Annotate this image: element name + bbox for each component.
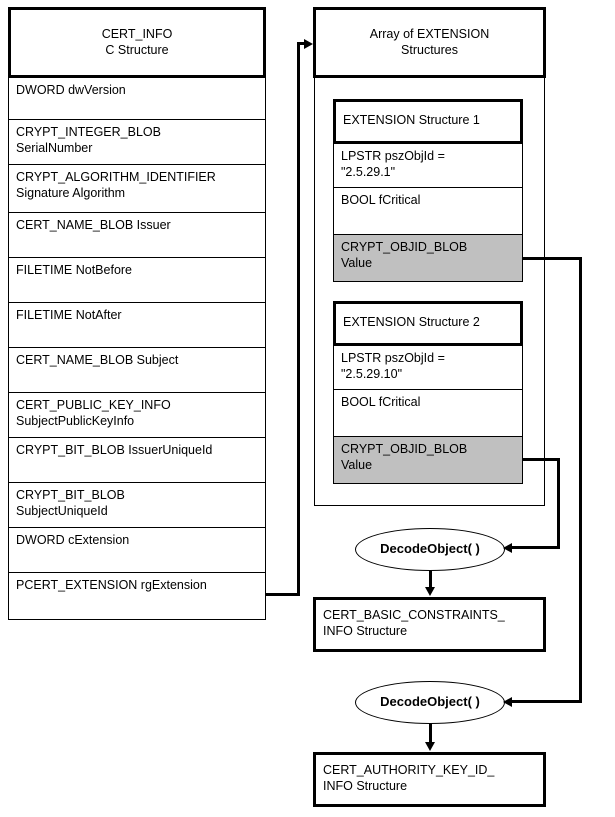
cert-info-row-label: CERT_NAME_BLOB Subject [16,353,179,367]
cert-info-row-dwversion: DWORD dwVersion [8,78,266,120]
extension-field-label: CRYPT_OBJID_BLOB Value [341,240,468,270]
cert-info-row-cextension: DWORD cExtension [8,528,266,573]
connector-ext1-value-horizontal [523,257,582,260]
extension-2-field-value: CRYPT_OBJID_BLOB Value [333,437,523,484]
extension-structure-header-label: EXTENSION Structure 1 [343,113,480,127]
decode-object-label: DecodeObject( ) [380,694,480,709]
cert-info-row-label: CRYPT_INTEGER_BLOB SerialNumber [16,125,161,155]
connector-ext1-value-vertical [579,257,582,703]
extension-field-label: BOOL fCritical [341,395,421,409]
arrow-into-decode-object-1 [503,543,512,553]
connector-decoder2-to-result2 [429,724,432,744]
cert-info-row-label: CRYPT_BIT_BLOB SubjectUniqueId [16,488,125,518]
extension-structure-2-header: EXTENSION Structure 2 [333,301,523,346]
cert-info-row-label: CRYPT_BIT_BLOB IssuerUniqueId [16,443,213,457]
connector-ext2-value-vertical [557,458,560,549]
extension-field-label: BOOL fCritical [341,193,421,207]
cert-info-row-label: CERT_NAME_BLOB Issuer [16,218,171,232]
cert-info-row-signature-algorithm: CRYPT_ALGORITHM_IDENTIFIER Signature Alg… [8,165,266,213]
extension-structure-1-header: EXTENSION Structure 1 [333,99,523,144]
connector-decoder1-to-result1 [429,571,432,589]
decode-object-oval-2[interactable]: DecodeObject( ) [355,681,505,724]
cert-info-header-label: CERT_INFO C Structure [101,27,173,57]
cert-info-row-rgextension: PCERT_EXTENSION rgExtension [8,573,266,620]
arrow-into-cert-authority-key-id-info [425,742,435,751]
connector-rgextension-vertical [297,42,300,596]
extension-field-label: LPSTR pszObjId = "2.5.29.1" [341,149,445,179]
result-box-label: CERT_AUTHORITY_KEY_ID_ INFO Structure [323,763,495,793]
extension-array-header-box: Array of EXTENSION Structures [313,7,546,78]
cert-info-row-subjectpublickeyinfo: CERT_PUBLIC_KEY_INFO SubjectPublicKeyInf… [8,393,266,438]
connector-ext2-value-into-decoder1 [512,546,560,549]
connector-rgextension-horizontal-in [297,42,308,45]
extension-2-field-pszobjid: LPSTR pszObjId = "2.5.29.10" [333,346,523,390]
extension-field-label: LPSTR pszObjId = "2.5.29.10" [341,351,445,381]
connector-rgextension-horizontal-out [266,593,300,596]
extension-field-label: CRYPT_OBJID_BLOB Value [341,442,468,472]
cert-info-row-serialnumber: CRYPT_INTEGER_BLOB SerialNumber [8,120,266,165]
cert-info-row-label: DWORD cExtension [16,533,130,547]
cert-info-row-subject: CERT_NAME_BLOB Subject [8,348,266,393]
cert-info-row-notafter: FILETIME NotAfter [8,303,266,348]
extension-1-field-pszobjid: LPSTR pszObjId = "2.5.29.1" [333,144,523,188]
connector-ext2-value-horizontal [523,458,560,461]
extension-array-header-label: Array of EXTENSION Structures [369,27,490,57]
cert-info-header-box: CERT_INFO C Structure [8,7,266,78]
result-box-label: CERT_BASIC_CONSTRAINTS_ INFO Structure [323,608,505,638]
extension-2-field-fcritical: BOOL fCritical [333,390,523,437]
cert-info-row-issueruniqueid: CRYPT_BIT_BLOB IssuerUniqueId [8,438,266,483]
cert-info-row-label: CRYPT_ALGORITHM_IDENTIFIER Signature Alg… [16,170,216,200]
extension-1-field-fcritical: BOOL fCritical [333,188,523,235]
extension-structure-header-label: EXTENSION Structure 2 [343,315,480,329]
decode-object-label: DecodeObject( ) [380,541,480,556]
cert-info-row-issuer: CERT_NAME_BLOB Issuer [8,213,266,258]
cert-info-row-label: PCERT_EXTENSION rgExtension [16,578,207,592]
cert-info-row-label: FILETIME NotBefore [16,263,133,277]
cert-authority-key-id-info-box: CERT_AUTHORITY_KEY_ID_ INFO Structure [313,752,546,807]
cert-basic-constraints-info-box: CERT_BASIC_CONSTRAINTS_ INFO Structure [313,597,546,652]
cert-info-row-notbefore: FILETIME NotBefore [8,258,266,303]
arrow-into-extension-array [304,39,313,49]
connector-ext1-value-into-decoder2 [512,700,582,703]
cert-info-row-label: CERT_PUBLIC_KEY_INFO SubjectPublicKeyInf… [16,398,171,428]
decode-object-oval-1[interactable]: DecodeObject( ) [355,528,505,571]
cert-info-row-label: FILETIME NotAfter [16,308,122,322]
cert-info-row-subjectuniqueid: CRYPT_BIT_BLOB SubjectUniqueId [8,483,266,528]
cert-info-row-label: DWORD dwVersion [16,83,126,97]
arrow-into-decode-object-2 [503,697,512,707]
arrow-into-cert-basic-constraints-info [425,587,435,596]
extension-1-field-value: CRYPT_OBJID_BLOB Value [333,235,523,282]
